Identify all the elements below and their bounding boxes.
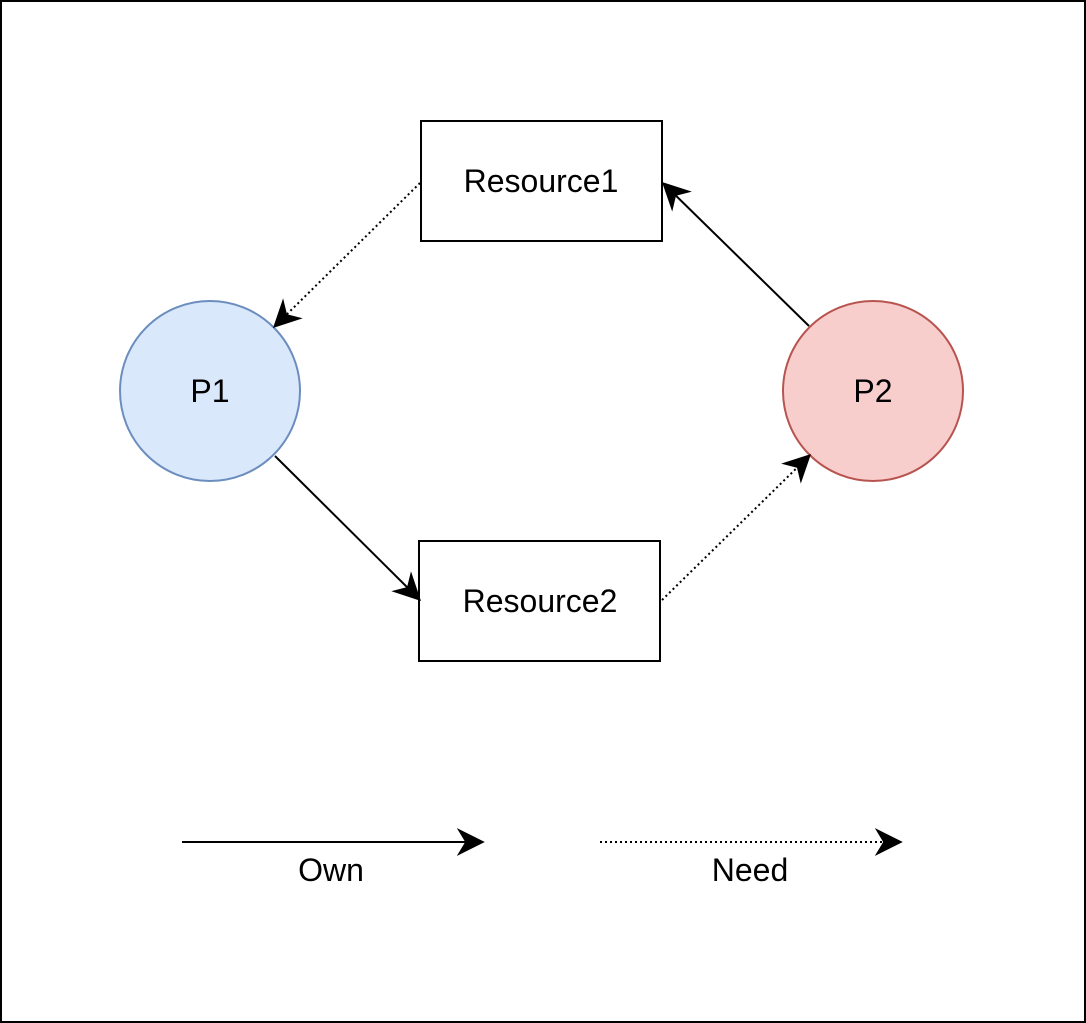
legend: Own Need <box>182 828 903 888</box>
p2-node[interactable]: P2 <box>782 300 964 482</box>
edge-p1-needs-resource1[interactable] <box>273 182 421 328</box>
resource2-label: Resource2 <box>463 583 618 619</box>
legend-own: Own <box>182 828 485 888</box>
p1-circle-outline <box>119 300 301 482</box>
edge-p2-owns-resource1[interactable] <box>661 182 810 327</box>
legend-need: Need <box>600 828 903 888</box>
edge-p1-owns-resource2[interactable] <box>274 455 421 601</box>
legend-own-label: Own <box>298 852 364 888</box>
edge-p2-needs-resource2[interactable] <box>661 454 812 601</box>
resource1-label: Resource1 <box>464 163 619 199</box>
resource2-node[interactable]: Resource2 <box>418 540 661 662</box>
p1-circle <box>120 301 300 481</box>
p2-label: P2 <box>853 373 892 409</box>
legend-need-label: Need <box>712 852 789 888</box>
resource1-box <box>420 120 663 242</box>
p1-label: P1 <box>190 373 229 409</box>
resource2-box <box>418 540 661 662</box>
p2-circle <box>783 301 963 481</box>
p2-circle-outline <box>782 300 964 482</box>
resource1-node[interactable]: Resource1 <box>420 120 663 242</box>
p1-node[interactable]: P1 <box>119 300 301 482</box>
